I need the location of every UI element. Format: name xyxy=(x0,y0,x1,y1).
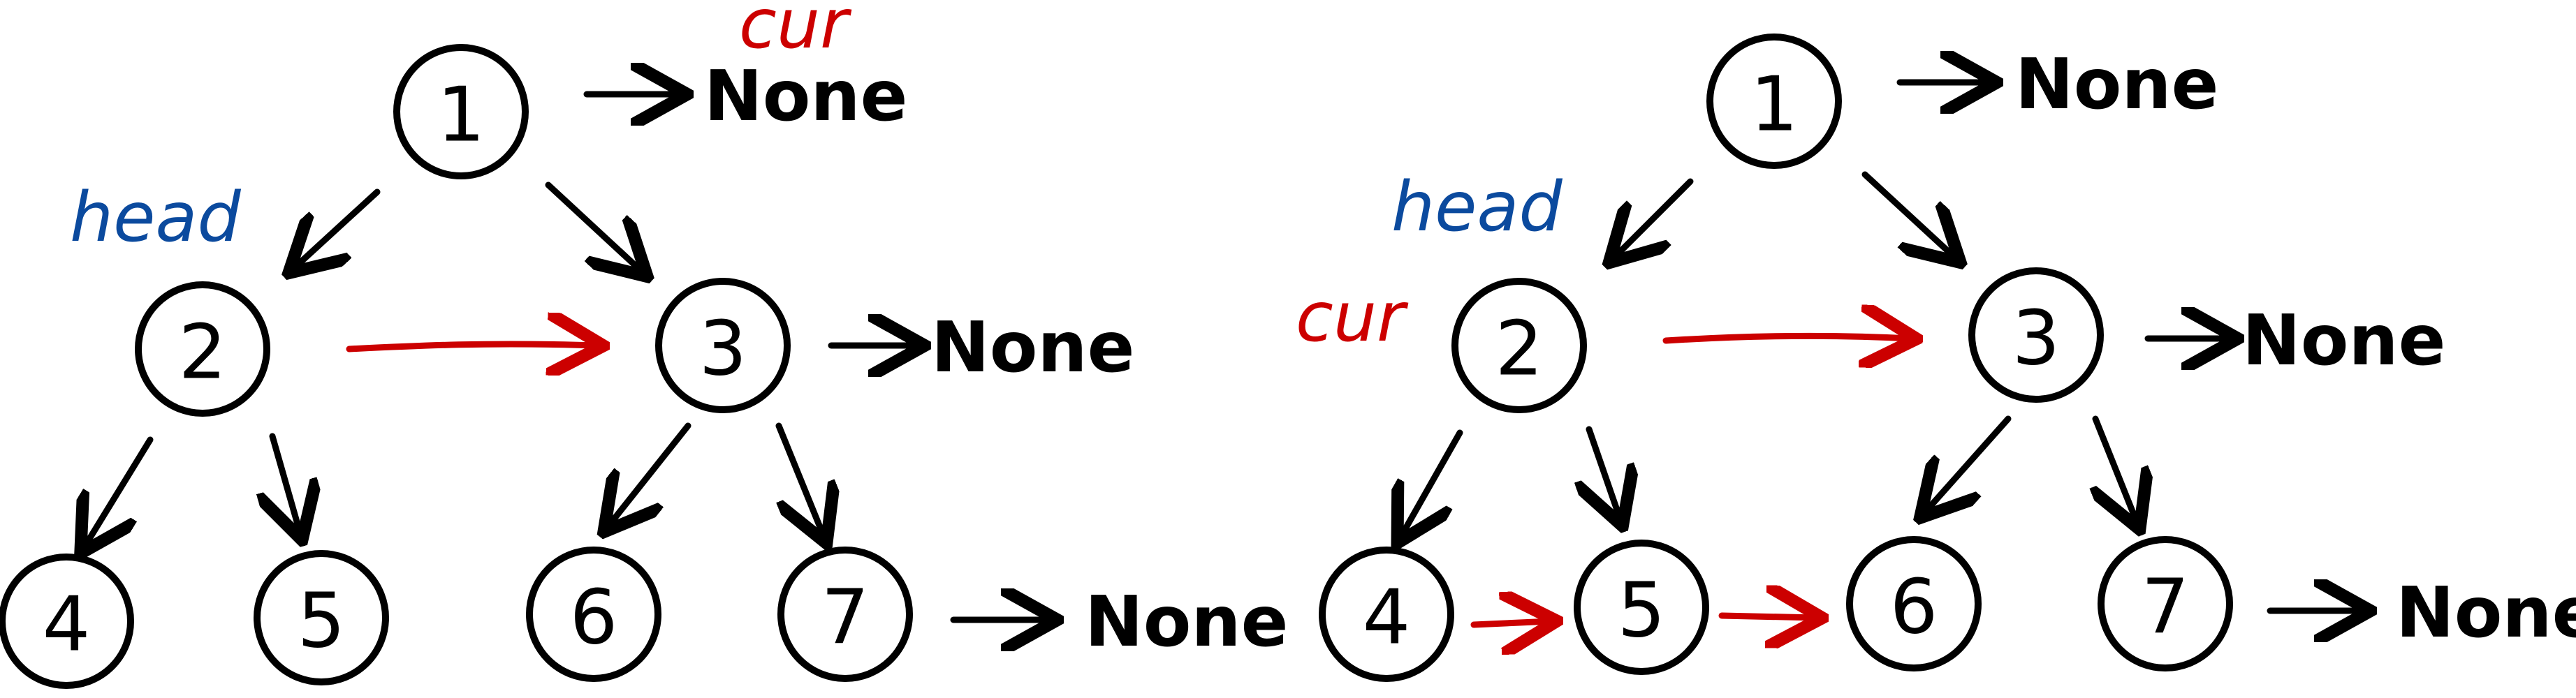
tree-node: 4 xyxy=(0,554,134,689)
node-label: 3 xyxy=(2012,295,2061,383)
edge-1-3 xyxy=(545,181,643,272)
node-label: 2 xyxy=(179,309,227,396)
tree-node: 4 xyxy=(1319,547,1454,682)
edge-3-7 xyxy=(775,422,824,537)
none-label: None xyxy=(2242,299,2445,381)
node-label: 6 xyxy=(570,574,618,662)
node-label: 5 xyxy=(1618,567,1666,655)
tree-node: 6 xyxy=(526,547,661,682)
none-label: None xyxy=(931,306,1134,388)
edge-2-4 xyxy=(84,436,154,548)
node-label: 1 xyxy=(1750,61,1799,149)
next-5-6 xyxy=(1718,616,1816,618)
cur-label: cur xyxy=(739,0,852,64)
right-panel: 1 2 3 4 5 6 7 xyxy=(1296,34,2576,682)
node-label: 7 xyxy=(821,574,870,662)
node-label: 7 xyxy=(2142,564,2190,651)
tree-node: 7 xyxy=(777,547,913,682)
none-label: None xyxy=(2015,43,2218,125)
edge-2-5 xyxy=(1589,426,1620,520)
node-label: 3 xyxy=(699,306,747,393)
tree-node: 5 xyxy=(1574,540,1709,675)
tree-node: 2 xyxy=(135,281,270,417)
tree-node: 1 xyxy=(393,44,529,179)
tree-node: 6 xyxy=(1846,536,1982,671)
none-label: None xyxy=(1085,581,1288,662)
edge-3-6 xyxy=(608,422,691,527)
node-label: 1 xyxy=(437,72,485,159)
next-2-3 xyxy=(1662,336,1910,341)
tree-node: 2 xyxy=(1451,278,1587,413)
none-label: None xyxy=(704,55,907,137)
edge-3-6 xyxy=(1924,415,2012,513)
tree-node: 3 xyxy=(655,278,791,413)
edge-1-2 xyxy=(1613,178,1694,258)
node-label: 6 xyxy=(1890,564,1938,651)
edge-2-4 xyxy=(1400,429,1463,537)
head-label: head xyxy=(1391,168,1563,247)
none-label: None xyxy=(2396,572,2576,653)
cur-label: cur xyxy=(1296,278,1409,357)
head-label: head xyxy=(70,178,241,258)
edge-3-7 xyxy=(2095,415,2137,524)
tree-node: 7 xyxy=(2098,536,2233,671)
node-label: 4 xyxy=(1363,574,1411,662)
node-label: 5 xyxy=(298,578,346,665)
next-2-3 xyxy=(346,344,597,349)
tree-node: 5 xyxy=(254,550,389,685)
edge-1-3 xyxy=(1861,171,1956,258)
node-label: 2 xyxy=(1495,306,1544,393)
node-label: 4 xyxy=(43,581,91,669)
next-4-5 xyxy=(1470,621,1551,625)
left-panel: 1 2 3 4 5 6 7 xyxy=(0,0,1288,689)
edge-2-5 xyxy=(272,433,300,534)
tree-node: 3 xyxy=(1968,267,2104,403)
edge-1-2 xyxy=(293,188,381,269)
tree-node: 1 xyxy=(1706,34,1842,169)
